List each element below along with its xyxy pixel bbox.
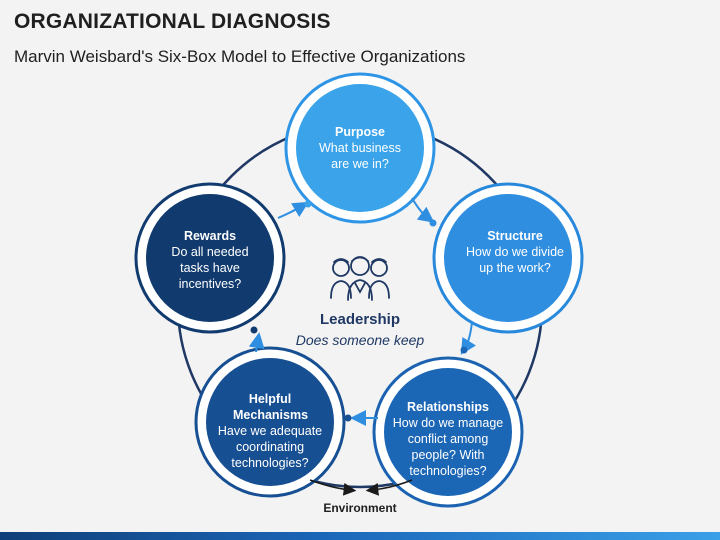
relationships-title: Relationships — [407, 400, 489, 414]
rewards-text: Do all needed tasks have incentives? — [171, 245, 249, 291]
relationships-box: Relationships How do we manage conflict … — [383, 399, 513, 479]
page-title: ORGANIZATIONAL DIAGNOSIS — [14, 10, 331, 33]
dot-mechanisms — [344, 414, 352, 422]
structure-text: How do we divide up the work? — [466, 245, 564, 275]
bottom-accent-bar — [0, 532, 720, 540]
leadership-title: Leadership — [319, 311, 401, 328]
purpose-box: Purpose What business are we in? — [295, 124, 425, 172]
structure-box: Structure How do we divide up the work? — [450, 228, 580, 276]
rewards-box: Rewards Do all needed tasks have incenti… — [145, 228, 275, 292]
environment-label: Environment — [323, 501, 397, 515]
leadership-subtitle: Does someone keep — [295, 332, 425, 348]
mechanisms-text: Have we adequate coordinating technologi… — [217, 424, 323, 470]
arrow-rewards-purpose — [277, 201, 309, 219]
purpose-circle — [284, 72, 436, 224]
people-group-icon — [330, 256, 390, 301]
rewards-title: Rewards — [183, 229, 237, 243]
dot-relationships — [460, 346, 468, 354]
dot-purpose — [304, 200, 312, 208]
purpose-text: What business are we in? — [319, 141, 401, 171]
rewards-circle — [134, 182, 286, 334]
relationships-text: How do we manage conflict among people? … — [392, 416, 504, 478]
dot-rewards — [250, 326, 258, 334]
page-subtitle: Marvin Weisbard's Six-Box Model to Effec… — [14, 47, 466, 66]
mechanisms-title: Helpful Mechanisms — [233, 392, 309, 422]
arrow-mechanisms-rewards — [248, 332, 265, 353]
mechanisms-circle — [194, 346, 346, 498]
mechanisms-box: Helpful Mechanisms Have we adequate coor… — [205, 391, 335, 471]
environment-arrow-right — [365, 479, 413, 496]
structure-circle — [432, 182, 584, 334]
arrow-structure-relationships — [460, 321, 477, 355]
relationships-circle — [372, 356, 524, 508]
dot-structure — [429, 219, 437, 227]
structure-title: Structure — [487, 229, 543, 243]
environment-arrow-left — [309, 479, 357, 496]
arrow-purpose-structure — [411, 197, 435, 223]
purpose-title: Purpose — [334, 125, 385, 139]
